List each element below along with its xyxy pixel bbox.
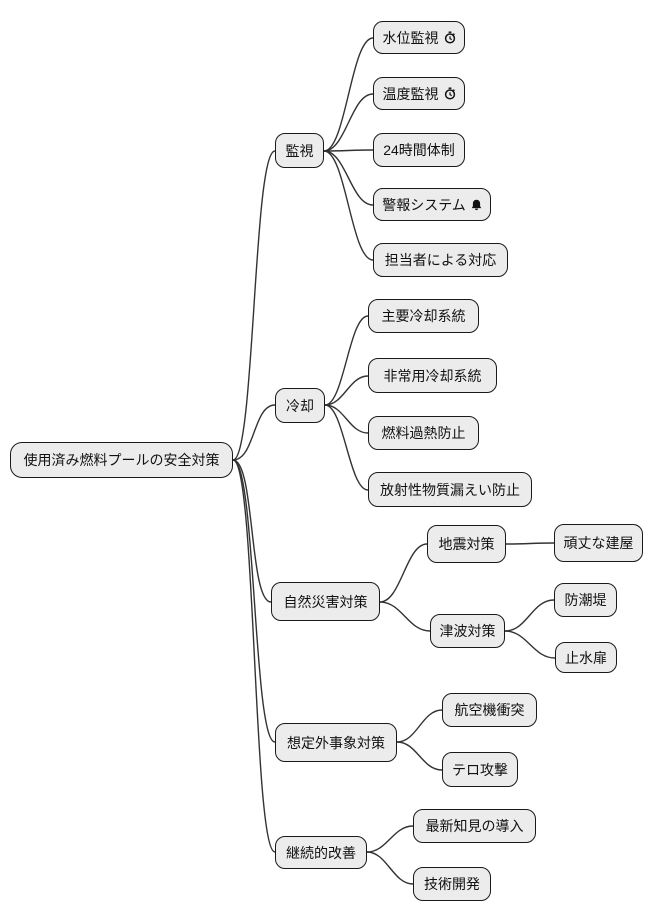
node-label: 止水扉 — [565, 649, 607, 666]
node-label: 航空機衝突 — [454, 702, 525, 718]
edge — [323, 150, 374, 206]
node-24h-system: 24時間体制 — [373, 133, 465, 167]
node-radioactive-leak-prevention: 放射性物質漏えい防止 — [368, 472, 532, 507]
node-earthquake-measures: 地震対策 — [427, 525, 506, 563]
node-seawall: 防潮堤 — [554, 583, 617, 617]
node-label: 頑丈な建屋 — [563, 535, 634, 551]
edge — [323, 37, 374, 152]
node-latest-knowledge-adoption: 最新知見の導入 — [413, 809, 536, 843]
node-label: 24時間体制 — [383, 142, 455, 158]
node-monitoring: 監視 — [275, 133, 324, 168]
node-tsunami-measures: 津波対策 — [430, 614, 505, 648]
edge — [324, 375, 369, 406]
node-label: 警報システム — [382, 196, 466, 213]
node-temperature-monitoring: 温度監視 — [373, 77, 465, 110]
node-staff-response: 担当者による対応 — [373, 243, 508, 277]
edge — [379, 543, 428, 603]
bell-icon — [471, 199, 482, 210]
node-continuous-improvement: 継続的改善 — [275, 836, 367, 869]
node-emergency-cooling-system: 非常用冷却系統 — [368, 358, 497, 393]
edge — [504, 599, 555, 632]
node-sturdy-building: 頑丈な建屋 — [554, 524, 643, 562]
node-label: 自然災害対策 — [283, 593, 368, 610]
edge — [324, 404, 369, 434]
node-label: 津波対策 — [439, 623, 496, 639]
edge — [232, 404, 276, 461]
edge — [323, 93, 374, 152]
node-aircraft-collision: 航空機衝突 — [442, 693, 537, 727]
node-label: 地震対策 — [438, 536, 495, 552]
node-fuel-overheat-prevention: 燃料過熱防止 — [368, 416, 479, 450]
node-label: 最新知見の導入 — [425, 818, 524, 834]
node-label: 放射性物質漏えい防止 — [380, 481, 520, 498]
node-spent-fuel-pool-safety: 使用済み燃料プールの安全対策 — [10, 442, 233, 478]
node-label: 燃料過熱防止 — [381, 425, 466, 441]
node-label: テロ攻撃 — [452, 761, 508, 778]
edge — [323, 149, 374, 152]
edge — [396, 709, 443, 743]
node-label: 監視 — [285, 142, 314, 159]
edge — [324, 404, 369, 491]
node-main-cooling-system: 主要冷却系統 — [368, 299, 479, 333]
node-label: 水位監視 — [382, 29, 439, 46]
node-cooling: 冷却 — [275, 388, 325, 423]
node-unexpected-event-measures: 想定外事象対策 — [275, 723, 397, 762]
node-terror-attack: テロ攻撃 — [442, 752, 518, 787]
node-water-level-monitoring: 水位監視 — [373, 21, 465, 54]
edge — [366, 825, 414, 853]
node-label: 温度監視 — [382, 85, 439, 102]
clock-icon — [444, 31, 455, 44]
edge — [232, 150, 276, 461]
clock-icon — [444, 87, 455, 100]
edge — [504, 630, 556, 659]
node-label: 技術開発 — [424, 876, 480, 892]
edge — [379, 601, 431, 632]
node-technology-development: 技術開発 — [413, 867, 491, 901]
node-label: 主要冷却系統 — [381, 308, 466, 324]
node-label: 担当者による対応 — [384, 252, 497, 268]
edge — [396, 741, 443, 771]
edge — [323, 150, 374, 261]
node-label: 非常用冷却系統 — [383, 367, 482, 384]
node-label: 想定外事象対策 — [287, 734, 385, 751]
node-label: 継続的改善 — [286, 844, 356, 861]
node-label: 冷却 — [286, 397, 314, 414]
node-label: 使用済み燃料プールの安全対策 — [23, 452, 220, 468]
node-watertight-door: 止水扉 — [555, 642, 617, 673]
edge — [232, 459, 276, 853]
edge — [505, 542, 555, 545]
node-alarm-system: 警報システム — [373, 188, 491, 221]
node-natural-disaster-measures: 自然災害対策 — [271, 582, 380, 621]
node-label: 防潮堤 — [564, 592, 607, 608]
edge — [232, 459, 272, 603]
edge — [324, 315, 369, 406]
edge — [232, 459, 276, 743]
edge — [366, 851, 414, 885]
